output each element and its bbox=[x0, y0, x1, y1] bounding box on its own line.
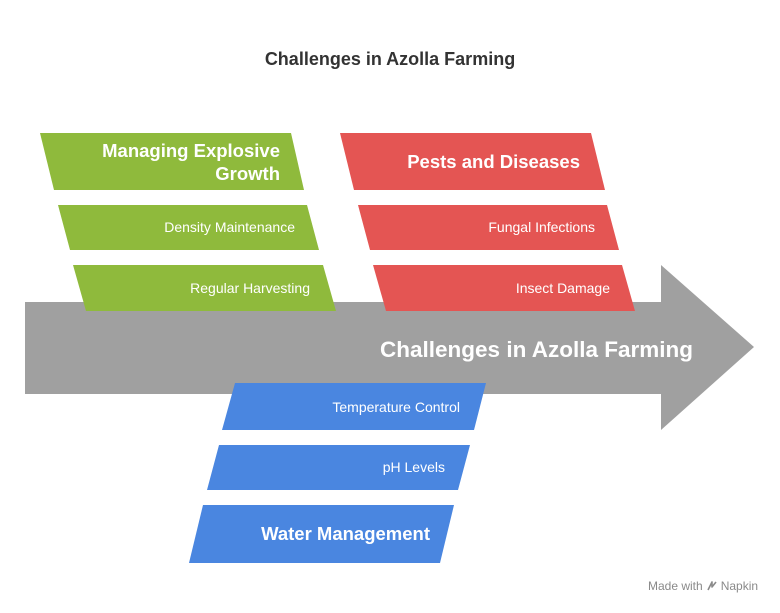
ph-levels-label: pH Levels bbox=[383, 459, 445, 475]
density-maintenance-label: Density Maintenance bbox=[164, 219, 295, 235]
group-explosive-growth: Managing Explosive Growth Density Mainte… bbox=[40, 133, 336, 311]
density-maintenance-box bbox=[58, 205, 319, 250]
regular-harvesting-box bbox=[73, 265, 336, 311]
napkin-brand-text: Napkin bbox=[720, 579, 759, 593]
insect-damage-box bbox=[373, 265, 635, 311]
water-management-head-label: Water Management bbox=[261, 523, 430, 544]
ph-levels-box bbox=[207, 445, 470, 490]
spine-label: Challenges in Azolla Farming bbox=[380, 337, 693, 362]
group-pests-diseases: Pests and Diseases Fungal Infections Ins… bbox=[340, 133, 635, 311]
made-with-text: Made with bbox=[648, 579, 703, 593]
fungal-infections-label: Fungal Infections bbox=[488, 219, 595, 235]
water-management-head-box bbox=[189, 505, 454, 563]
napkin-logo-icon bbox=[706, 581, 717, 591]
page-title: Challenges in Azolla Farming bbox=[264, 49, 516, 69]
pests-head-label: Pests and Diseases bbox=[407, 151, 580, 172]
group-water-management: Temperature Control pH Levels Water Mana… bbox=[189, 383, 486, 563]
regular-harvesting-label: Regular Harvesting bbox=[190, 280, 310, 296]
temperature-control-label: Temperature Control bbox=[332, 399, 460, 415]
explosive-growth-head-box bbox=[40, 133, 304, 190]
temperature-control-box bbox=[222, 383, 486, 430]
explosive-growth-head-line1: Managing Explosive bbox=[102, 140, 280, 161]
explosive-growth-head-line2: Growth bbox=[215, 163, 280, 184]
made-with-napkin: Made with Napkin bbox=[648, 579, 758, 593]
insect-damage-label: Insect Damage bbox=[516, 280, 610, 296]
fungal-infections-box bbox=[358, 205, 619, 250]
pests-head-box bbox=[340, 133, 605, 190]
